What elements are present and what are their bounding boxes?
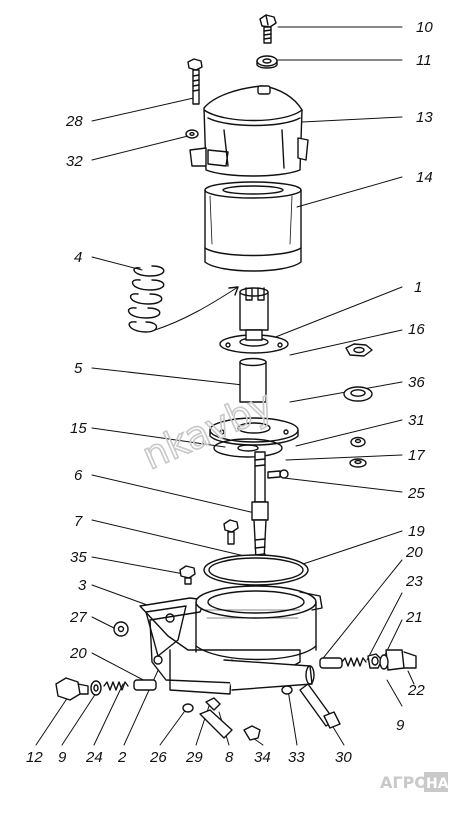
plunger-part-20-left bbox=[133, 679, 157, 691]
label-22: 22 bbox=[407, 682, 425, 699]
label-20b: 20 bbox=[69, 645, 87, 662]
bolt-part-29 bbox=[199, 709, 233, 739]
label-12: 12 bbox=[26, 749, 43, 766]
label-30: 30 bbox=[335, 749, 352, 766]
bolt-part-35 bbox=[179, 565, 196, 585]
label-14: 14 bbox=[416, 169, 433, 186]
label-33: 33 bbox=[288, 749, 305, 766]
bolt-part-28 bbox=[187, 58, 203, 105]
label-25: 25 bbox=[407, 485, 425, 502]
nut-part-11 bbox=[256, 55, 278, 69]
label-27: 27 bbox=[69, 609, 87, 626]
flange-part-15 bbox=[209, 417, 299, 458]
label-28: 28 bbox=[65, 113, 83, 130]
spring-part-4 bbox=[127, 265, 165, 333]
label-1: 1 bbox=[414, 279, 422, 296]
washer-part-33 bbox=[281, 685, 293, 695]
label-26: 26 bbox=[149, 749, 167, 766]
washer-part-9-right bbox=[379, 654, 389, 670]
bolt-part-34 bbox=[243, 725, 261, 741]
arrow-marker bbox=[228, 286, 239, 296]
plunger-part-20-right bbox=[319, 657, 343, 669]
screw-part-25 bbox=[267, 469, 289, 479]
label-9a: 9 bbox=[396, 717, 405, 734]
label-31: 31 bbox=[408, 412, 425, 429]
label-21: 21 bbox=[405, 609, 423, 626]
label-23: 23 bbox=[405, 573, 423, 590]
label-3: 3 bbox=[78, 577, 87, 594]
label-8: 8 bbox=[225, 749, 234, 766]
sleeve-part-1 bbox=[219, 287, 289, 354]
label-2: 2 bbox=[117, 749, 127, 766]
svg-text:АГРО: АГРО bbox=[380, 773, 428, 792]
washer-part-17 bbox=[349, 458, 367, 468]
washer-part-9-left bbox=[90, 680, 102, 696]
bolt-part-8-upper bbox=[223, 519, 239, 545]
spring-part-24 bbox=[103, 681, 129, 691]
label-19: 19 bbox=[408, 523, 425, 540]
washer-part-26 bbox=[182, 703, 194, 713]
washer-part-32 bbox=[185, 129, 199, 139]
plug-part-22 bbox=[385, 649, 417, 671]
label-20a: 20 bbox=[405, 544, 423, 561]
label-36: 36 bbox=[408, 374, 425, 391]
label-11: 11 bbox=[416, 52, 432, 69]
svg-text:НА: НА bbox=[426, 776, 449, 792]
washer-part-36 bbox=[343, 386, 373, 402]
valve-stem-part-6 bbox=[251, 451, 269, 561]
label-34: 34 bbox=[254, 749, 271, 766]
leader-lines bbox=[35, 26, 415, 746]
label-9b: 9 bbox=[58, 749, 67, 766]
label-5: 5 bbox=[74, 360, 83, 377]
nut-part-16 bbox=[345, 343, 373, 357]
bolt-part-8 bbox=[205, 697, 221, 711]
label-13: 13 bbox=[416, 109, 433, 126]
oring-part-19 bbox=[203, 554, 309, 586]
label-24: 24 bbox=[85, 749, 103, 766]
spring-part-23 bbox=[341, 657, 367, 667]
plug-part-12 bbox=[55, 677, 89, 701]
bolt-part-10 bbox=[259, 14, 277, 44]
label-6: 6 bbox=[74, 467, 83, 484]
label-7: 7 bbox=[74, 513, 83, 530]
washer-part-27 bbox=[113, 621, 129, 637]
nut-part-31 bbox=[350, 436, 366, 448]
shaft-part-5 bbox=[239, 357, 267, 403]
part-labels: 10 11 28 13 32 14 4 1 16 5 36 15 31 17 6… bbox=[26, 19, 433, 766]
bolt-part-30 bbox=[299, 683, 341, 729]
label-17: 17 bbox=[408, 447, 425, 464]
cover-part-13 bbox=[189, 85, 309, 177]
filter-housing-part-14 bbox=[204, 181, 302, 272]
label-32: 32 bbox=[66, 153, 83, 170]
label-29: 29 bbox=[185, 749, 203, 766]
label-15: 15 bbox=[70, 420, 87, 437]
main-housing-part-3 bbox=[139, 585, 323, 695]
label-10: 10 bbox=[416, 19, 433, 36]
label-16: 16 bbox=[408, 321, 425, 338]
label-4: 4 bbox=[74, 249, 82, 266]
agro-logo: АГРО НА bbox=[380, 772, 449, 792]
label-35: 35 bbox=[70, 549, 87, 566]
